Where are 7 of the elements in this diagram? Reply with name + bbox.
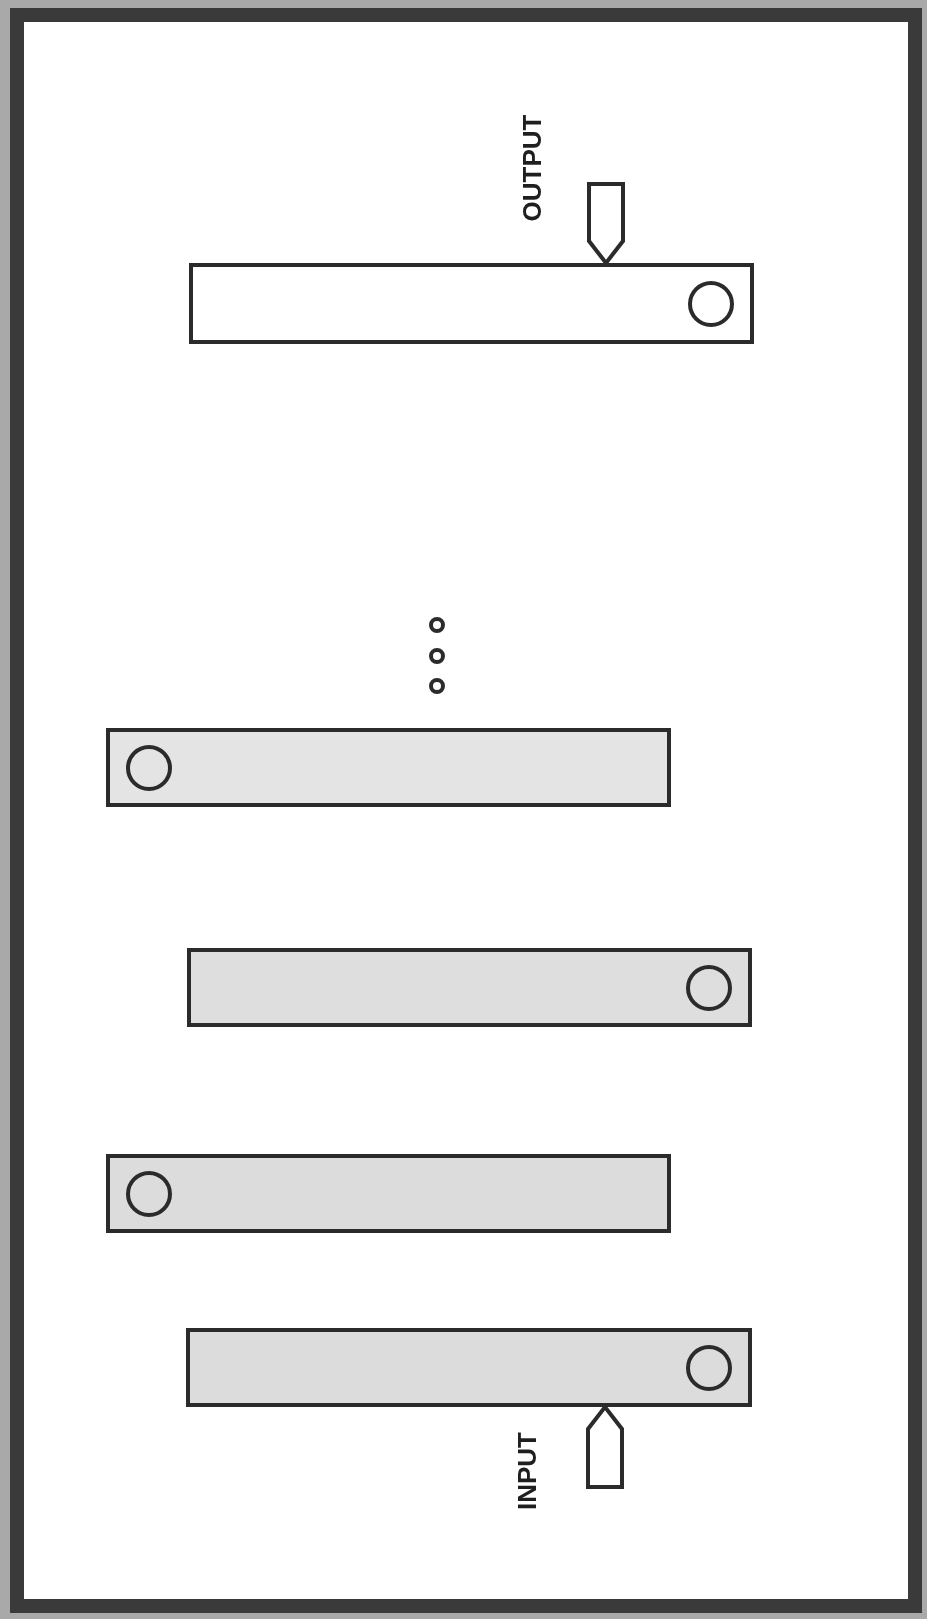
edge-label: INPUT xyxy=(514,1432,540,1510)
tray-bar xyxy=(186,1328,752,1407)
tray-bar xyxy=(106,1154,671,1233)
tray-bar xyxy=(189,263,754,344)
edge-label: OUTPUT xyxy=(519,114,545,222)
tray-bar xyxy=(106,728,671,807)
tray-bar xyxy=(187,948,752,1027)
